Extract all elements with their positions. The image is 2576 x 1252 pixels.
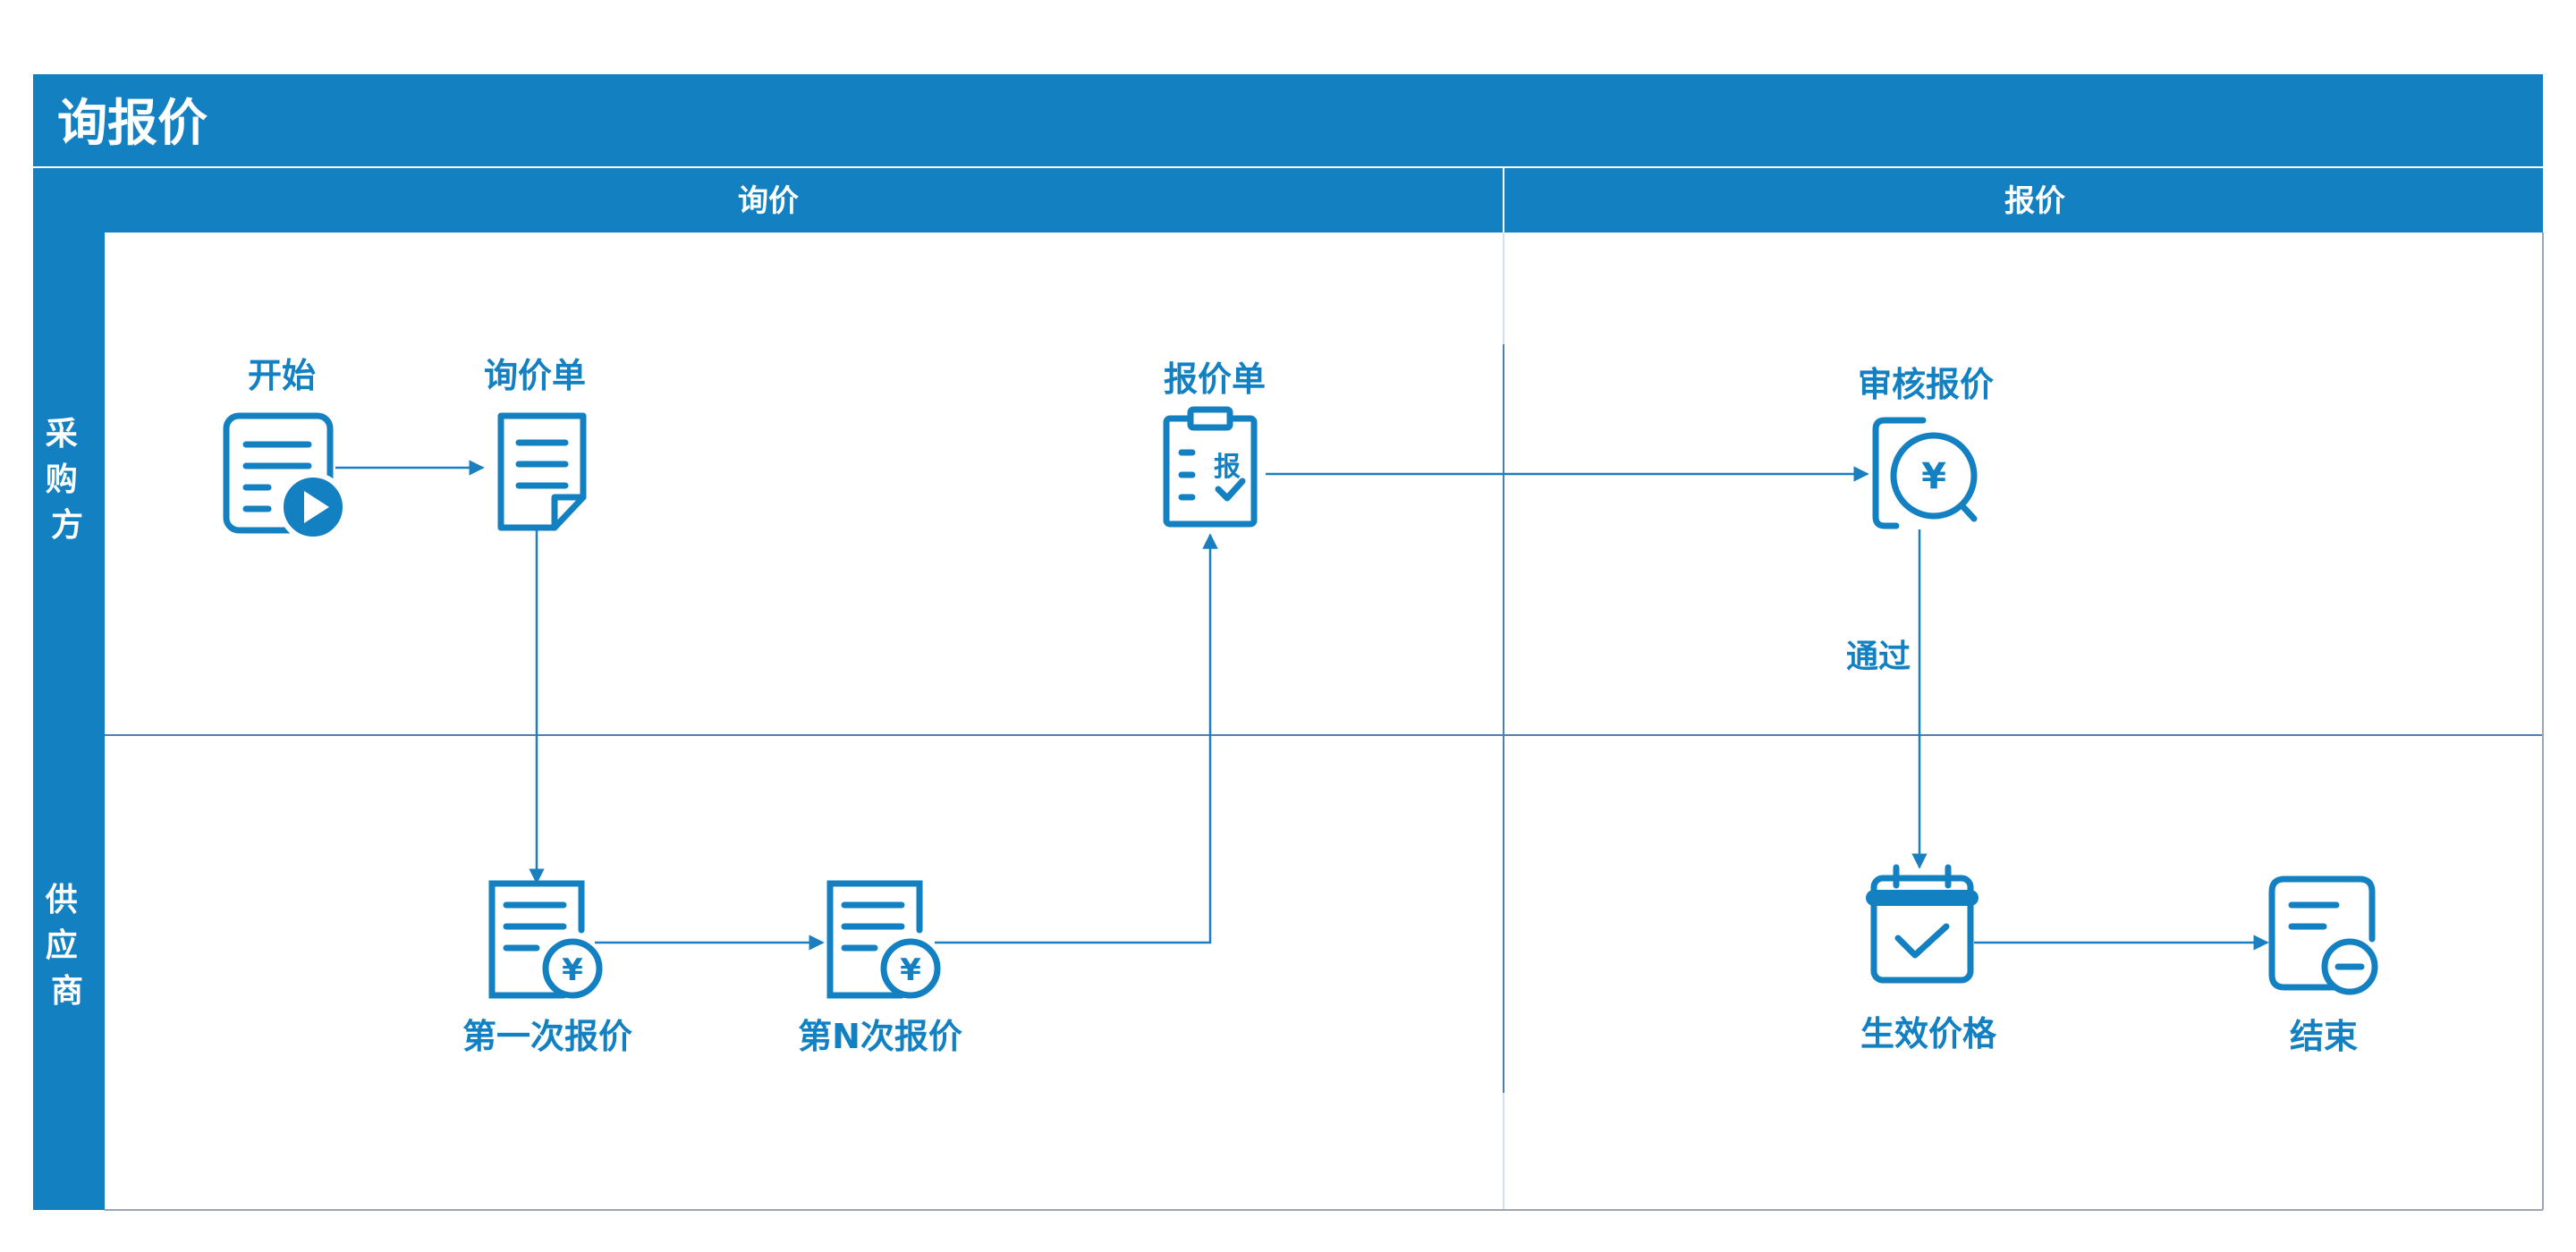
node-label: 报价单 [1164,360,1266,399]
node-effective-price[interactable]: 生效价格 [1860,864,1997,1053]
flow-edges [335,460,2269,951]
lane-label-supplier: 供 应 商 [46,882,89,1010]
title-bar [33,74,2543,166]
edge-nth-quote-to-quote-sheet [935,533,1218,944]
lane-label-buyer: 采 购 方 [46,416,89,544]
document-play-icon [223,412,348,542]
node-quote-sheet[interactable]: 报 报价单 [1163,360,1266,528]
node-label: 第一次报价 [462,1017,632,1056]
node-symbol: ¥ [900,952,921,988]
node-label: 开始 [248,356,316,395]
node-nth-quote[interactable]: ¥ 第N次报价 [798,880,962,1056]
diagram-title: 询报价 [57,95,208,153]
node-start[interactable]: 开始 [223,356,348,542]
node-review-quote[interactable]: ¥ 审核报价 [1858,365,1994,529]
node-inquiry-sheet[interactable]: 询价单 [484,356,587,531]
column-header-inquiry: 询价 [738,183,799,219]
node-first-quote[interactable]: ¥ 第一次报价 [462,880,632,1056]
lane-label-column [33,233,105,1210]
node-end[interactable]: 结束 [2268,876,2378,1056]
edge-label-approved: 通过 [1846,639,1911,675]
node-label: 审核报价 [1858,365,1994,404]
node-label: 第N次报价 [798,1017,962,1056]
column-header-quote: 报价 [2004,183,2065,219]
document-yuan-icon [826,880,941,999]
node-badge: 报 [1214,452,1241,483]
yuan-search-icon [1872,417,1978,529]
node-label: 生效价格 [1860,1014,1997,1053]
node-label: 结束 [2290,1017,2358,1056]
document-minus-icon [2268,876,2378,995]
node-symbol: ¥ [562,952,583,988]
calendar-check-icon [1866,864,1979,984]
document-yuan-icon [488,880,603,999]
clipboard-check-icon [1163,406,1258,528]
document-folded-icon [497,412,587,531]
column-header-bar [33,168,2543,233]
node-label: 询价单 [484,356,586,395]
node-symbol: ¥ [1921,456,1946,497]
